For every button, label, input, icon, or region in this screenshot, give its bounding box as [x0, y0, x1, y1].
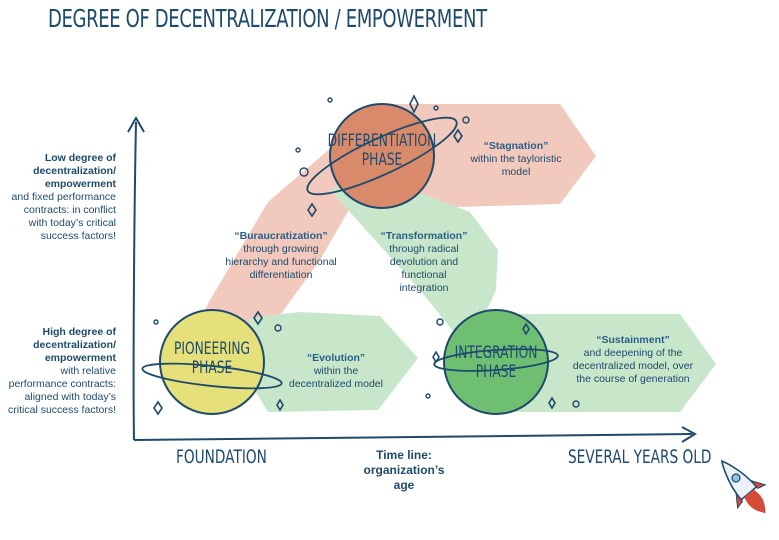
- integration-line1: INTEGRATION: [454, 343, 538, 363]
- dot-icon: [153, 97, 580, 408]
- y-axis-bottom-text: with relative performance contracts: ali…: [8, 365, 116, 416]
- evolution-desc: within the decentralized model: [289, 365, 383, 390]
- sustainment-desc: and deepening of the decentralized model…: [572, 347, 694, 385]
- y-axis-top-label: Low degree of decentralization/ empowerm…: [6, 152, 116, 243]
- sustainment-text: “Sustainment” and deepening of the decen…: [570, 334, 696, 386]
- integration-phase-label: INTEGRATION PHASE: [426, 344, 566, 382]
- x-axis-right-label: SEVERAL YEARS OLD: [568, 446, 712, 468]
- integration-planet: [433, 309, 559, 415]
- differentiation-line2: PHASE: [361, 150, 403, 170]
- sustainment-bold: “Sustainment”: [596, 334, 670, 346]
- page-title: DEGREE OF DECENTRALIZATION / EMPOWERMENT: [48, 4, 487, 33]
- integration-line2: PHASE: [475, 362, 517, 382]
- x-axis: [133, 433, 693, 441]
- y-axis-arrowhead: [127, 115, 145, 133]
- x-axis-left-label: FOUNDATION: [176, 446, 267, 468]
- evolution-arrow: [240, 312, 418, 412]
- y-axis-bottom-bold: High degree of decentralization/ empower…: [33, 326, 116, 364]
- pioneering-phase-label: PIONEERING PHASE: [142, 340, 282, 378]
- buraucratization-desc: through growing hierarchy and functional…: [225, 243, 337, 281]
- transformation-bold: “Transformation”: [380, 230, 468, 242]
- buraucratization-bold: “Buraucratization”: [234, 230, 328, 242]
- transformation-desc: through radical devolution and functiona…: [389, 243, 459, 294]
- pioneering-line2: PHASE: [191, 358, 233, 378]
- differentiation-phase-label: DIFFERENTIATION PHASE: [302, 132, 462, 170]
- buraucratization-arrow: [195, 140, 372, 340]
- x-axis-arrowhead: [681, 426, 698, 443]
- differentiation-line1: DIFFERENTIATION: [327, 131, 437, 151]
- evolution-bold: “Evolution”: [306, 352, 366, 364]
- stagnation-arrow: [380, 104, 596, 208]
- pioneering-line1: PIONEERING: [173, 339, 251, 359]
- buraucratization-text: “Buraucratization” through growing hiera…: [222, 230, 340, 282]
- y-axis-top-bold: Low degree of decentralization/ empowerm…: [33, 152, 116, 190]
- rocket-icon: [720, 459, 767, 514]
- x-axis-center-label: Time line: organization’s age: [363, 448, 445, 492]
- pioneering-planet: [141, 309, 283, 415]
- differentiation-planet: [306, 103, 458, 209]
- y-axis-top-text: and fixed performance contracts: in conf…: [11, 191, 116, 242]
- stagnation-desc: within the tayloristic model: [470, 153, 562, 178]
- star-icon: [153, 94, 556, 416]
- y-axis-bottom-label: High degree of decentralization/ empower…: [4, 326, 116, 417]
- stagnation-bold: “Stagnation”: [483, 140, 549, 152]
- evolution-text: “Evolution” within the decentralized mod…: [286, 352, 386, 391]
- stagnation-text: “Stagnation” within the tayloristic mode…: [458, 140, 574, 179]
- y-axis: [132, 121, 137, 441]
- transformation-arrow: [330, 176, 498, 330]
- transformation-text: “Transformation” through radical devolut…: [376, 230, 472, 295]
